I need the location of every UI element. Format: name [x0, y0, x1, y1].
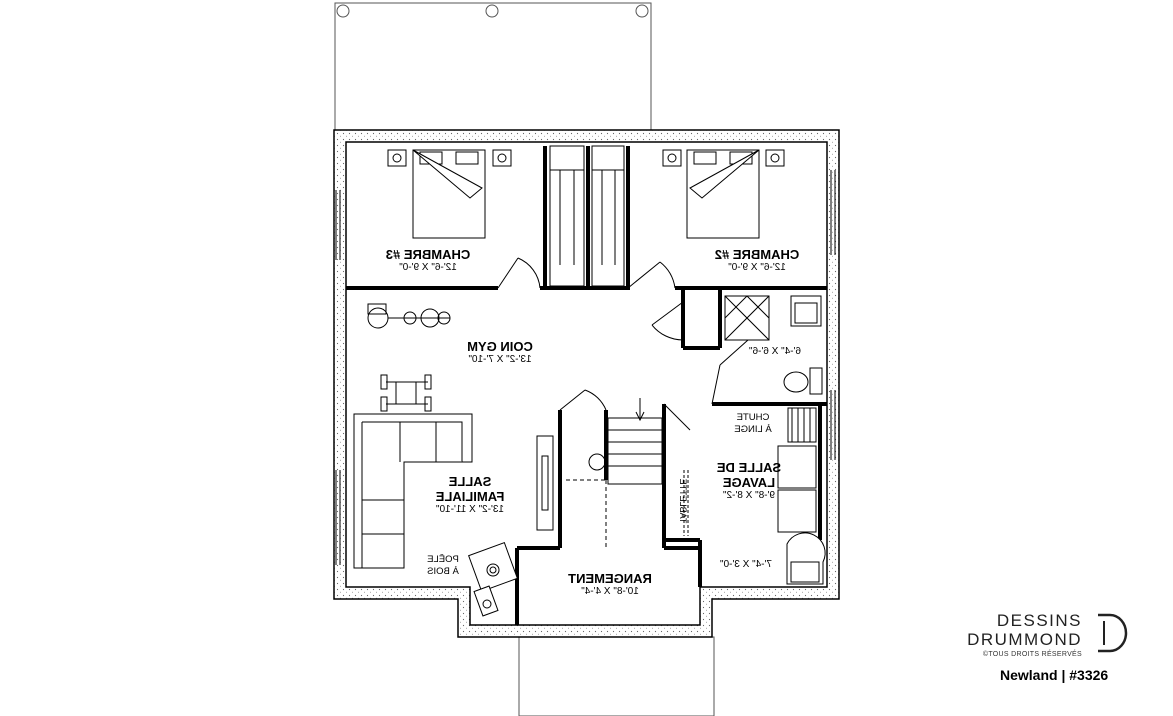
- brand-line-2: DRUMMOND: [967, 630, 1082, 649]
- gym-equipment: [367, 303, 451, 412]
- rangement-name: RANGEMENT: [568, 571, 652, 586]
- salle-lavage-name-2: LAVAGE: [722, 475, 776, 490]
- model-title: Newland | #3326: [1000, 667, 1109, 683]
- brand-logo: DESSINS DRUMMOND ©TOUS DROITS RÉSERVÉS: [960, 611, 1140, 681]
- coin-gym-dims: 13'-2" X 7'-10": [468, 354, 532, 365]
- windows: [335, 170, 836, 565]
- salle-lavage-dims: 9'-8" X 8'-2": [722, 490, 776, 501]
- interior-walls: [346, 146, 827, 625]
- salle-bain-dims: 6'-4" X 6'-6": [748, 346, 802, 357]
- rangement-label: RANGEMENT 10'-8" X 4'-4": [550, 571, 670, 598]
- chambre-3-dims: 12'-6" X 9'-0": [399, 262, 457, 273]
- rangement-dims: 10'-8" X 4'-4": [581, 586, 639, 597]
- chambre-2-name: CHAMBRE #2: [714, 247, 800, 262]
- chute-label: CHUTE À LINGE: [718, 412, 788, 436]
- salle-lavage-label: SALLE DE LAVAGE 9'-8" X 8'-2": [694, 460, 804, 502]
- wood-stove: [468, 542, 518, 617]
- brand-line-1: DESSINS: [996, 611, 1082, 630]
- chambre-3-label: CHAMBRE #3 12'-6" X 9'-0": [368, 247, 488, 274]
- chambre-2-label: CHAMBRE #2 12'-6" X 9'-0": [697, 247, 817, 274]
- salle-bain-label: 6'-4" X 6'-6": [730, 346, 820, 358]
- poele-line-2: À BOIS: [427, 566, 459, 577]
- terrace-top: [334, 2, 652, 132]
- tablette-label: TABLETTE: [678, 478, 688, 524]
- terrace-bottom: [518, 636, 715, 716]
- brand-d-icon: [1098, 613, 1128, 653]
- chambre-3-name: CHAMBRE #3: [385, 247, 471, 262]
- door-swings: [497, 257, 749, 431]
- sectional-sofa: [353, 413, 473, 569]
- salle-familiale-label: SALLE FAMILIALE 13'-2" X 11'-10": [410, 474, 530, 516]
- chambre-2-dims: 12'-6" X 9'-0": [728, 262, 786, 273]
- water-heater: [786, 532, 826, 585]
- chute-line-1: CHUTE: [736, 412, 770, 423]
- bed-chambre-3: [387, 149, 512, 239]
- stairs: [566, 398, 663, 548]
- salle-familiale-name-1: SALLE: [448, 474, 492, 489]
- salle-lavage-name-1: SALLE DE: [716, 460, 782, 475]
- salle-familiale-name-2: FAMILIALE: [435, 489, 505, 504]
- foundation-wall: [333, 129, 840, 638]
- poele-label: POÊLE À BOIS: [418, 554, 468, 578]
- placard-label: 7'-4" X 3'-0": [706, 559, 786, 571]
- bathroom-fixtures: [724, 295, 823, 395]
- laundry-fixtures: [683, 407, 817, 536]
- poele-line-1: POÊLE: [427, 554, 459, 565]
- closets: [549, 145, 625, 287]
- tv-unit: [536, 435, 554, 531]
- coin-gym-name: COIN GYM: [467, 339, 533, 354]
- brand-rights: ©TOUS DROITS RÉSERVÉS: [982, 651, 1082, 658]
- salle-familiale-dims: 13'-2" X 11'-10": [436, 504, 504, 515]
- placard-dims: 7'-4" X 3'-0": [719, 559, 773, 570]
- coin-gym-label: COIN GYM 13'-2" X 7'-10": [440, 339, 560, 366]
- chute-line-2: À LINGE: [734, 424, 772, 435]
- bed-chambre-2: [662, 149, 785, 239]
